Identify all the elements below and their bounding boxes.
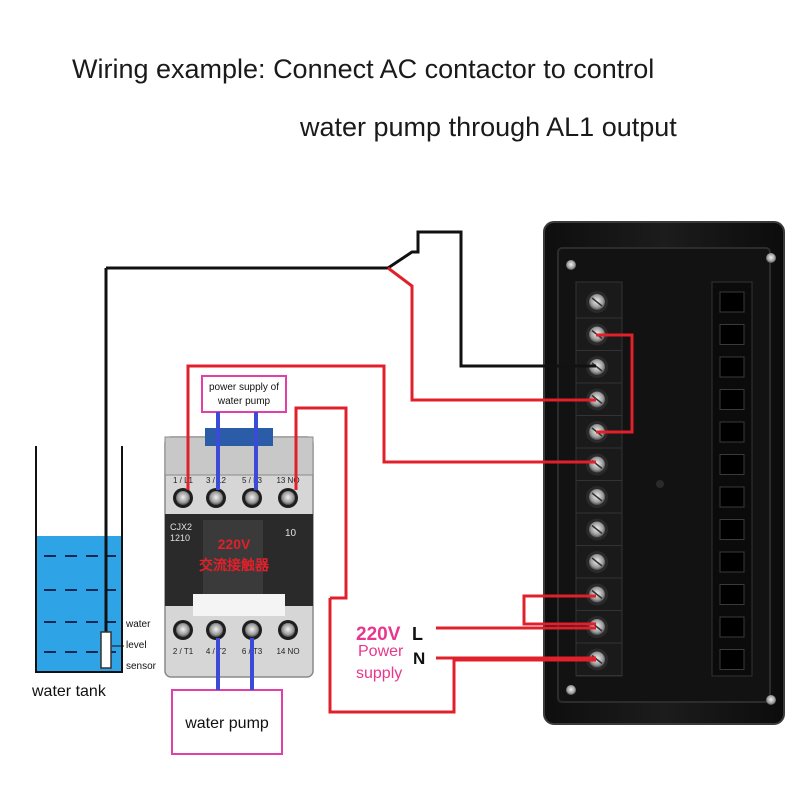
contactor-type: 交流接触器 [199, 557, 270, 573]
contactor-window [203, 520, 263, 600]
contactor-rating: 10 [285, 528, 297, 539]
screw-slot [591, 492, 603, 502]
panel-hole [656, 480, 664, 488]
terminal-socket [719, 551, 745, 573]
screw-slot [591, 524, 603, 535]
power-supply-label: 220V L Power N supply [356, 624, 425, 682]
contactor-model-1: CJX2 [170, 522, 192, 532]
diagram-title-line-2: water pump through AL1 output [300, 112, 677, 142]
terminal-socket [719, 324, 745, 345]
bottom-terminal-label: 14 NO [276, 647, 299, 656]
terminal-socket [719, 356, 745, 378]
screw-slot [591, 589, 603, 600]
sensor-wire [106, 230, 596, 368]
diagram-title-line-1: Wiring example: Connect AC contactor to … [72, 54, 655, 84]
contactor-label-strip [205, 428, 273, 446]
top-terminal-label: 1 / L1 [173, 476, 194, 485]
supply-box-line-2: water pump [217, 396, 271, 407]
power-line-label: L [412, 624, 423, 644]
power-caption-2: supply [356, 665, 402, 682]
pump-supply-wires [216, 412, 258, 690]
contactor-voltage: 220V [218, 536, 251, 552]
terminal-socket [719, 421, 745, 443]
sensor-label-3: sensor [126, 661, 157, 672]
screw-slot [591, 394, 603, 405]
top-terminal-label: 5 / L3 [242, 476, 263, 485]
pump-supply-box: power supply of water pump [201, 375, 287, 413]
supply-box-line-1: power supply of [209, 382, 279, 393]
power-voltage: 220V [356, 624, 401, 645]
terminal-socket [719, 616, 745, 638]
control-wires [186, 266, 634, 714]
sensor-label-1: water [125, 619, 151, 630]
screw-terminal-icon [173, 488, 298, 508]
contactor-nameplate [193, 594, 285, 616]
tank-label: water tank [31, 683, 107, 700]
sensor-label-2: level [126, 640, 147, 651]
screw-slot [591, 557, 603, 567]
terminal-socket [719, 519, 745, 540]
mounting-screw-icon [566, 253, 776, 705]
power-neutral-label: N [413, 649, 425, 668]
terminal-row [576, 291, 745, 676]
contactor-top-cover [164, 436, 314, 476]
water-tank: water tank water level sensor [31, 268, 157, 700]
level-controller [543, 221, 785, 725]
screw-slot [591, 362, 603, 372]
terminal-socket [719, 291, 745, 313]
terminal-socket [719, 486, 745, 508]
terminal-socket [719, 584, 745, 605]
level-sensor-probe [100, 631, 112, 669]
terminal-socket [719, 389, 745, 410]
terminal-strip-right [711, 281, 753, 677]
screw-slot [591, 297, 603, 307]
terminal-socket [719, 454, 745, 475]
contactor-model-2: 1210 [170, 533, 190, 543]
water-level-marks [44, 555, 116, 653]
tank-outline [35, 446, 123, 673]
water-pump-box: water pump [171, 689, 283, 755]
bottom-terminal-label: 2 / T1 [173, 647, 194, 656]
water-pump-label: water pump [184, 715, 269, 732]
top-terminal-label: 13 NO [276, 476, 299, 485]
screw-terminal-icon [173, 620, 298, 640]
power-caption-1: Power [358, 643, 404, 660]
terminal-socket [719, 649, 745, 670]
